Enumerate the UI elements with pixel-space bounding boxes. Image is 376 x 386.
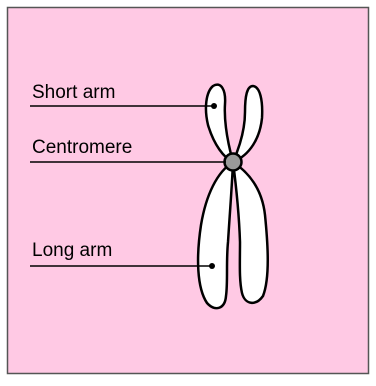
centromere-dot: [225, 154, 242, 171]
long-arm-pointer-dot: [209, 263, 215, 269]
short-arm-label: Short arm: [32, 82, 115, 103]
diagram-background: [8, 8, 369, 374]
short-arm-pointer-dot: [211, 103, 217, 109]
long-arm-label: Long arm: [32, 240, 112, 261]
centromere-label: Centromere: [32, 137, 132, 158]
